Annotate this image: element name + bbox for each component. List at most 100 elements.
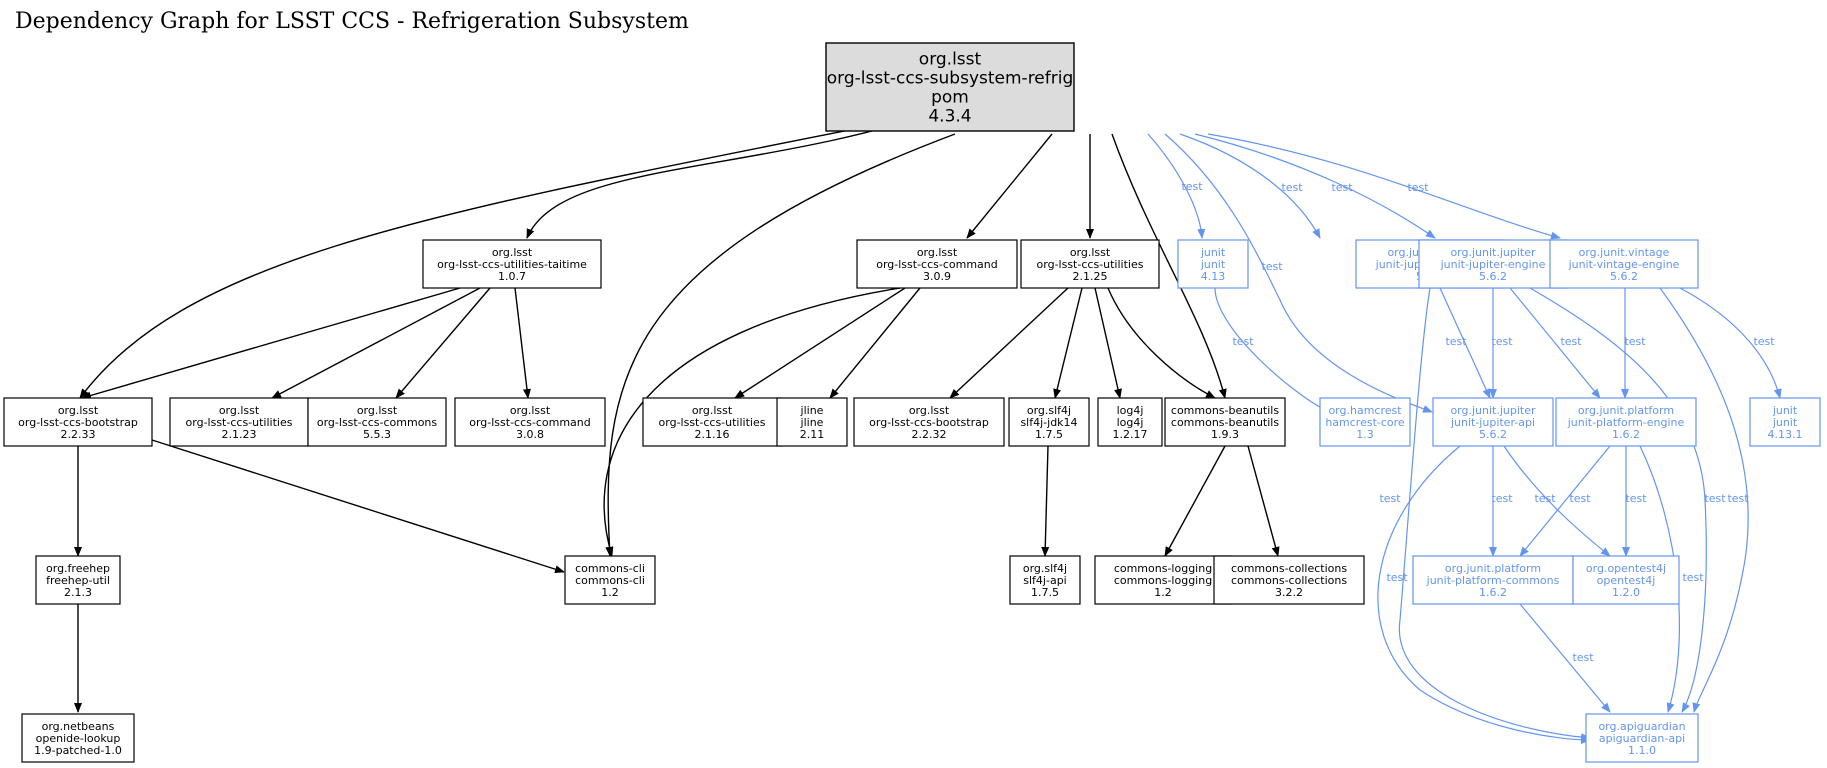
node-label-openide: org.netbeans	[42, 720, 115, 733]
node-label-command309: 3.0.9	[923, 270, 951, 283]
node-label-commons553: 5.5.3	[363, 428, 391, 441]
edge-pengine-pcommons	[1519, 445, 1611, 557]
node-label-junit413: junit	[1200, 258, 1226, 271]
edge-jengine-apiguardian	[1529, 287, 1707, 713]
node-label-junit413: junit	[1200, 246, 1226, 259]
node-label-command309: org-lsst-ccs-command	[876, 258, 998, 271]
node-box-apiguardian	[1585, 713, 1699, 763]
edge-root-junit413	[1147, 133, 1206, 239]
node-vintage: org.junit.vintagejunit-vintage-engine5.6…	[1549, 239, 1699, 289]
node-box-collections	[1213, 555, 1365, 605]
node-label-utilities2125: 2.1.25	[1073, 270, 1108, 283]
node-label-apiguardian: 1.1.0	[1628, 744, 1656, 757]
edge-label-vintage-pengine: test	[1624, 335, 1646, 348]
node-box-beanutils	[1164, 397, 1286, 447]
node-label-utilities2116: org-lsst-ccs-utilities	[659, 416, 766, 429]
node-label-openide: openide-lookup	[36, 732, 121, 745]
edge-label-jengine-japi: test	[1491, 335, 1513, 348]
node-label-pcommons: 1.6.2	[1479, 586, 1507, 599]
node-label-opentest4j: opentest4j	[1597, 574, 1656, 587]
edge-label-junit413-hamcrest: test	[1232, 335, 1254, 348]
edge-taitime-bootstrap2233	[81, 287, 461, 400]
node-label-bootstrap2233: org.lsst	[58, 404, 99, 417]
node-pcommons: org.junit.platformjunit-platform-commons…	[1412, 555, 1574, 605]
node-box-utilities2123	[169, 397, 309, 447]
node-box-opentest4j	[1572, 555, 1680, 605]
edge-vintage-apiguardian	[1659, 287, 1749, 713]
node-label-jengine: 5.6.2	[1479, 270, 1507, 283]
node-label-commonscli: commons-cli	[575, 574, 645, 587]
edge-label-root-jparams: test	[1281, 181, 1303, 194]
node-label-command308: 3.0.8	[516, 428, 544, 441]
node-label-apiguardian: org.apiguardian	[1598, 720, 1685, 733]
node-label-beanutils: commons-beanutils	[1171, 416, 1279, 429]
edge-label-pengine-opentest4j: test	[1625, 492, 1647, 505]
edge-root-commonscli	[605, 133, 956, 557]
edge-jparams-japi	[1439, 287, 1491, 399]
node-label-log4j: log4j	[1117, 416, 1144, 429]
node-label-junit4131: junit	[1772, 404, 1798, 417]
node-label-vintage: junit-vintage-engine	[1568, 258, 1680, 271]
node-label-taitime: org.lsst	[492, 246, 533, 259]
edge-label-japi-pcommons: test	[1491, 492, 1513, 505]
node-label-pcommons: org.junit.platform	[1445, 562, 1541, 575]
edge-slf4jjdk-slf4japi	[1041, 445, 1050, 557]
edge-utilities2125-slf4jjdk	[1053, 287, 1083, 399]
edge-root-jengine	[1194, 133, 1436, 239]
node-box-commons553	[307, 397, 447, 447]
edge-japi-apiguardian	[1377, 445, 1591, 744]
node-box-bootstrap2233	[3, 397, 153, 447]
edge-bootstrap2233-commonscli	[151, 439, 565, 574]
node-label-beanutils: 1.9.3	[1211, 428, 1239, 441]
edge-label-japi-apiguardian: test	[1386, 571, 1408, 584]
node-label-japi: 5.6.2	[1479, 428, 1507, 441]
node-label-log4j: 1.2.17	[1113, 428, 1148, 441]
node-label-bootstrap2233: 2.2.33	[61, 428, 96, 441]
node-label-jengine: junit-jupiter-engine	[1440, 258, 1546, 271]
node-root: org.lsstorg-lsst-ccs-subsystem-refrigpom…	[825, 42, 1075, 132]
edge-label-vintage-apiguardian: test	[1727, 492, 1749, 505]
node-box-hamcrest	[1319, 397, 1411, 447]
edge-label-root-junit413: test	[1181, 180, 1203, 193]
node-box-logging	[1094, 555, 1232, 605]
edge-vintage-junit4131	[1679, 287, 1782, 399]
node-label-utilities2125: org-lsst-ccs-utilities	[1037, 258, 1144, 271]
node-label-junit413: 4.13	[1201, 270, 1226, 283]
node-label-slf4jjdk: org.slf4j	[1027, 404, 1071, 417]
edge-label-jengine-apiguardian: test	[1704, 492, 1726, 505]
edge-jengine-pengine	[1509, 287, 1601, 399]
node-box-utilities2125	[1020, 239, 1160, 289]
edge-pcommons-apiguardian	[1519, 603, 1611, 713]
node-label-freehep: 2.1.3	[64, 586, 92, 599]
node-box-pcommons	[1412, 555, 1574, 605]
edge-label-pcommons-apiguardian: test	[1572, 651, 1594, 664]
node-box-command309	[856, 239, 1018, 289]
node-label-taitime: org-lsst-ccs-utilities-taitime	[437, 258, 587, 271]
edge-label-jparams-apiguardian: test	[1379, 492, 1401, 505]
edge-label-root-vintage: test	[1407, 181, 1429, 194]
node-label-slf4jjdk: slf4j-jdk14	[1020, 416, 1077, 429]
node-label-bootstrap2232: org.lsst	[909, 404, 950, 417]
node-label-apiguardian: apiguardian-api	[1599, 732, 1685, 745]
node-box-commonscli	[564, 555, 656, 605]
node-label-collections: 3.2.2	[1275, 586, 1303, 599]
node-label-opentest4j: 1.2.0	[1612, 586, 1640, 599]
node-box-pengine	[1555, 397, 1697, 447]
